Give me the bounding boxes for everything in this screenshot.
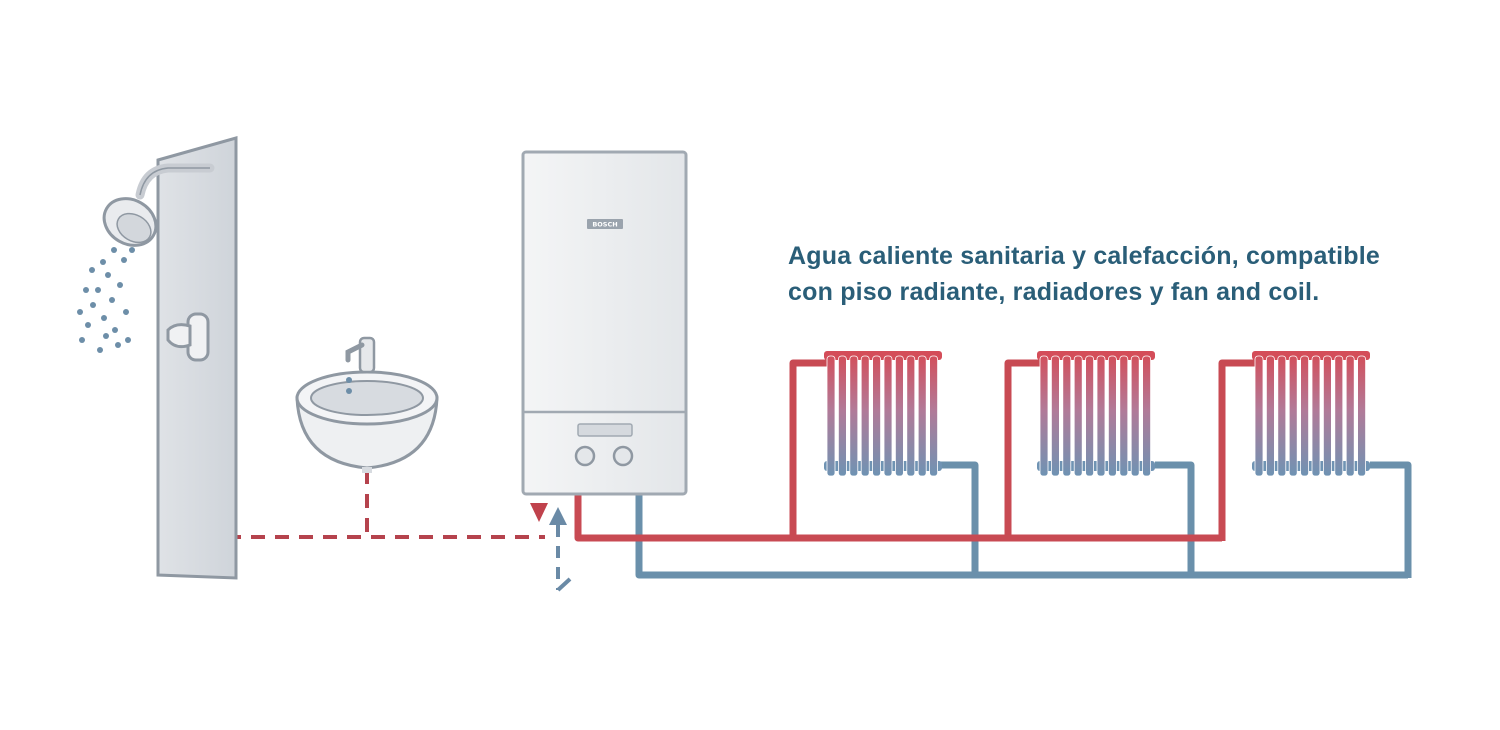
caption: Agua caliente sanitaria y calefacción, c… xyxy=(788,238,1448,310)
cold-inlet-arrow xyxy=(549,507,567,525)
radiator-icon xyxy=(1252,351,1370,477)
caption-line-2: con piso radiante, radiadores y fan and … xyxy=(788,278,1320,306)
boiler-brand-label: BOSCH xyxy=(592,221,617,229)
cold-inlet-bend xyxy=(556,577,572,592)
radiator-icon xyxy=(824,351,942,477)
shower-icon xyxy=(77,136,238,580)
cold-return-pipe xyxy=(635,461,1412,579)
hot-supply-pipe xyxy=(574,359,1258,542)
sink-icon xyxy=(295,336,439,473)
radiator-icon xyxy=(1037,351,1155,477)
boiler-icon xyxy=(521,150,688,496)
hot-outlet-arrow xyxy=(530,503,548,522)
caption-line-1: Agua caliente sanitaria y calefacción, c… xyxy=(788,242,1380,270)
